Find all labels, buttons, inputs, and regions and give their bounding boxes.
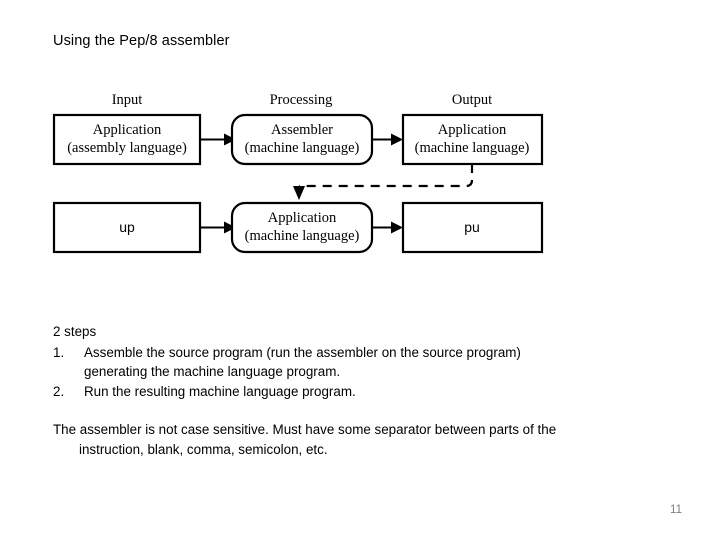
page-title: Using the Pep/8 assembler: [53, 33, 230, 49]
diagram-box-input-application-line2: (assembly language): [67, 140, 187, 156]
diagram-box-pu: [401, 201, 544, 254]
step-text-line1: Run the resulting machine language progr…: [84, 383, 356, 399]
diagram-header-input: Input: [112, 92, 143, 108]
diagram-box-runtime-application-line1: Application: [268, 210, 337, 226]
diagram-arrow-up-to-application: [200, 221, 236, 234]
assembler-note: The assembler is not case sensitive. Mus…: [53, 420, 693, 459]
steps-list: 1. Assemble the source program (run the …: [53, 343, 693, 402]
diagram-arrow-assembler-to-output: [372, 133, 403, 146]
steps-intro: 2 steps: [53, 324, 97, 339]
step-number: 1.: [53, 344, 65, 360]
diagram-box-output-application-line1: Application: [438, 122, 507, 138]
slide-body: 2 steps 1. Assemble the source program (…: [53, 322, 693, 459]
diagram-box-pu-label: pu: [464, 219, 480, 235]
diagram-box-assembler-line2: (machine language): [245, 140, 360, 156]
page-number: 11: [670, 504, 682, 516]
diagram-box-output-application-line2: (machine language): [415, 140, 530, 156]
diagram-box-up: [52, 201, 202, 254]
diagram-arrow-application-to-pu: [372, 221, 403, 234]
diagram-header-processing: Processing: [270, 92, 333, 108]
step-text-line2: generating the machine language program.: [84, 364, 341, 379]
diagram-box-up-label: up: [119, 219, 135, 235]
list-item: 2. Run the resulting machine language pr…: [53, 382, 693, 402]
diagram-box-assembler-line1: Assembler: [271, 122, 333, 138]
assembler-process-diagram: Input Processing Output Application (ass…: [52, 92, 544, 254]
assembler-note-line1: The assembler is not case sensitive. Mus…: [53, 422, 557, 437]
diagram-box-runtime-application-line2: (machine language): [245, 228, 360, 244]
list-item: 1. Assemble the source program (run the …: [53, 343, 693, 382]
step-text-line1: Assemble the source program (run the ass…: [84, 344, 521, 360]
assembler-note-line2: instruction, blank, comma, semicolon, et…: [79, 441, 328, 457]
diagram-box-output-application: [401, 113, 544, 166]
step-number: 2.: [53, 383, 65, 399]
diagram-dashed-feedback-connector: [293, 164, 474, 200]
diagram-box-input-application-line1: Application: [93, 122, 162, 138]
diagram-arrow-input-to-assembler: [200, 133, 236, 146]
diagram-header-output: Output: [452, 92, 492, 108]
